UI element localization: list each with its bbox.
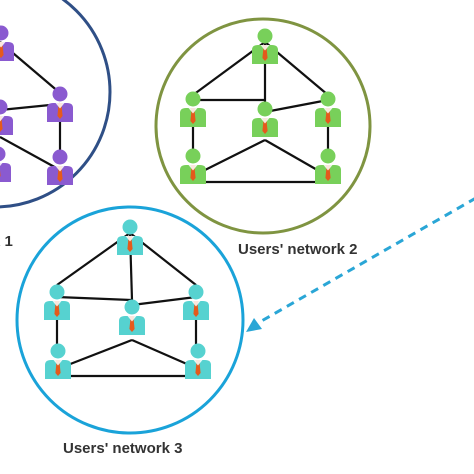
network-2-label: Users' network 2 [238, 241, 357, 258]
edge [56, 295, 133, 302]
user-icon [180, 91, 206, 127]
user-icon [315, 91, 341, 127]
user-icon [183, 284, 209, 320]
user-icon [45, 343, 71, 379]
user-icon [0, 99, 13, 135]
connection-arrow [246, 197, 474, 332]
user-icon [0, 146, 11, 182]
arrow-line [257, 197, 474, 325]
network-3-label: Users' network 3 [63, 440, 182, 457]
network-3-boundary [15, 205, 245, 435]
network-1-label: k 1 [0, 233, 13, 250]
edge [0, 136, 61, 171]
user-icon [44, 284, 70, 320]
network-3: Users' network 3 [15, 205, 245, 457]
user-icon [185, 343, 211, 379]
network-2-users [180, 28, 341, 184]
network-1-boundary [0, 0, 112, 209]
user-icon [0, 25, 14, 61]
user-icon [117, 219, 143, 255]
user-icon [180, 148, 206, 184]
user-icon [252, 101, 278, 137]
network-2: Users' network 2 [154, 17, 372, 258]
network-2-boundary [154, 17, 372, 235]
edge [131, 295, 197, 307]
edge [264, 98, 329, 114]
user-icon [252, 28, 278, 64]
arrowhead-icon [246, 318, 262, 332]
edge [194, 139, 266, 176]
user-icon [315, 148, 341, 184]
edge [59, 338, 133, 370]
user-icon [47, 149, 73, 185]
user-icon [47, 86, 73, 122]
network-1: k 1 [0, 0, 112, 250]
